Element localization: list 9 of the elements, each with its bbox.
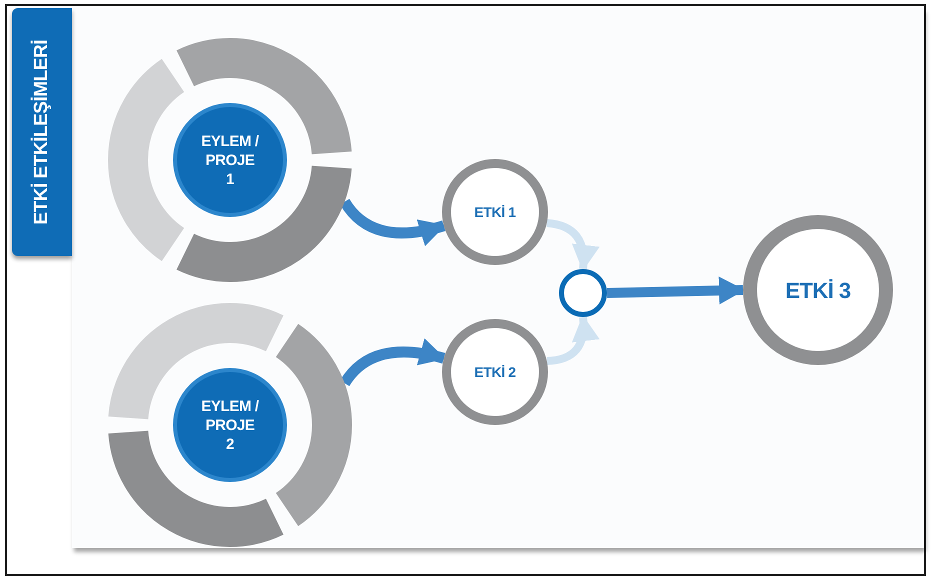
node-label: ETKİ 3: [785, 276, 851, 304]
node-label: ETKİ 2: [474, 362, 516, 382]
arrow: [546, 219, 599, 271]
arrow: [546, 315, 599, 365]
node-label: EYLEM / PROJE 2: [201, 396, 259, 454]
arrow: [606, 276, 745, 305]
node-label: EYLEM / PROJE 1: [201, 132, 259, 188]
node-label: ETKİ 1: [474, 202, 516, 222]
title-tab: ETKİ ETKİLEŞİMLERİ: [12, 8, 72, 256]
